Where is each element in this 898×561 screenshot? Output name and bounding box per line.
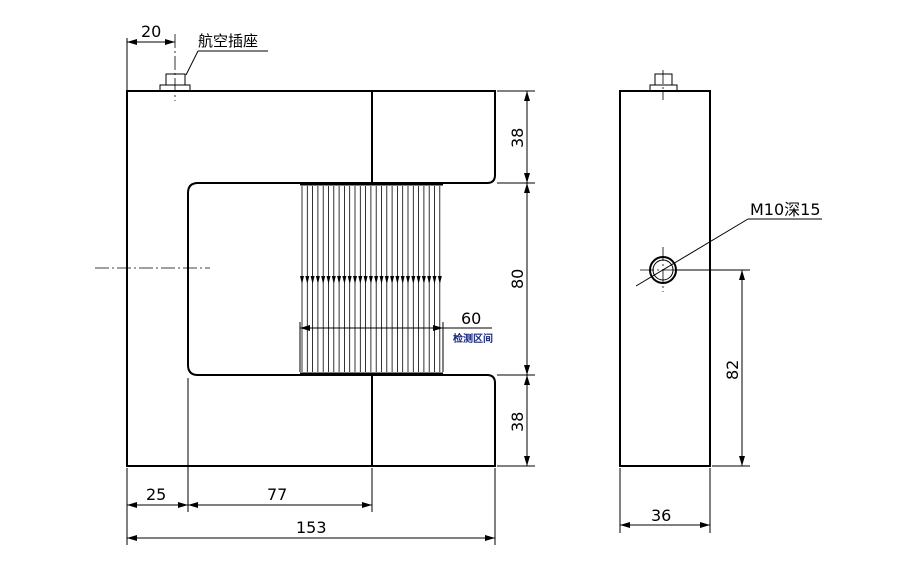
dim-connector-offset: 20 [141, 22, 161, 41]
dim-total-width: 153 [296, 518, 327, 537]
field-arrow [315, 276, 320, 284]
side-body-outline [619, 90, 711, 467]
field-arrow [300, 276, 304, 284]
field-arrow [321, 276, 326, 284]
field-arrow [400, 276, 405, 284]
field-arrow [331, 276, 336, 284]
dim-window-depth: 77 [267, 485, 287, 504]
dim-thickness: 36 [651, 506, 671, 525]
field-arrow [421, 276, 426, 284]
field-arrow [342, 276, 347, 284]
dim-top-arm: 38 [508, 128, 527, 148]
field-arrow [416, 276, 421, 284]
field-arrow [374, 276, 379, 284]
field-arrow [432, 276, 437, 284]
field-arrow [353, 276, 357, 284]
field-arrow [384, 276, 389, 284]
detection-zone-label: 检测区间 [453, 332, 493, 345]
field-arrow [337, 276, 342, 284]
field-arrow [411, 276, 416, 284]
dim-window-height: 80 [508, 269, 527, 289]
side-connector [649, 70, 678, 100]
field-arrow [363, 276, 368, 284]
sensor-body-outline [126, 90, 496, 467]
front-view: 航空插座 20 38 80 38 60 检测区间 25 77 153 [95, 22, 535, 545]
field-arrow [326, 276, 331, 284]
field-arrow [305, 276, 310, 284]
field-arrow [368, 276, 373, 284]
field-arrow [310, 276, 315, 284]
field-arrow [395, 276, 400, 284]
field-arrow [390, 276, 395, 284]
dim-bottom-arm: 38 [508, 412, 527, 432]
field-arrow [358, 276, 363, 284]
field-arrow [347, 276, 352, 284]
hole-spec-label: M10深15 [750, 200, 821, 219]
magnetic-field-lines [300, 186, 442, 372]
aviation-connector [159, 34, 191, 101]
dim-detection-width: 60 [461, 309, 481, 328]
field-arrow [427, 276, 432, 284]
connector-label: 航空插座 [198, 32, 258, 50]
field-arrow [437, 276, 442, 284]
field-arrow [379, 276, 384, 284]
side-view: M10深15 82 36 [619, 70, 822, 533]
field-arrow [406, 276, 410, 284]
dim-left-leg: 25 [146, 485, 166, 504]
dim-hole-height: 82 [723, 360, 742, 380]
